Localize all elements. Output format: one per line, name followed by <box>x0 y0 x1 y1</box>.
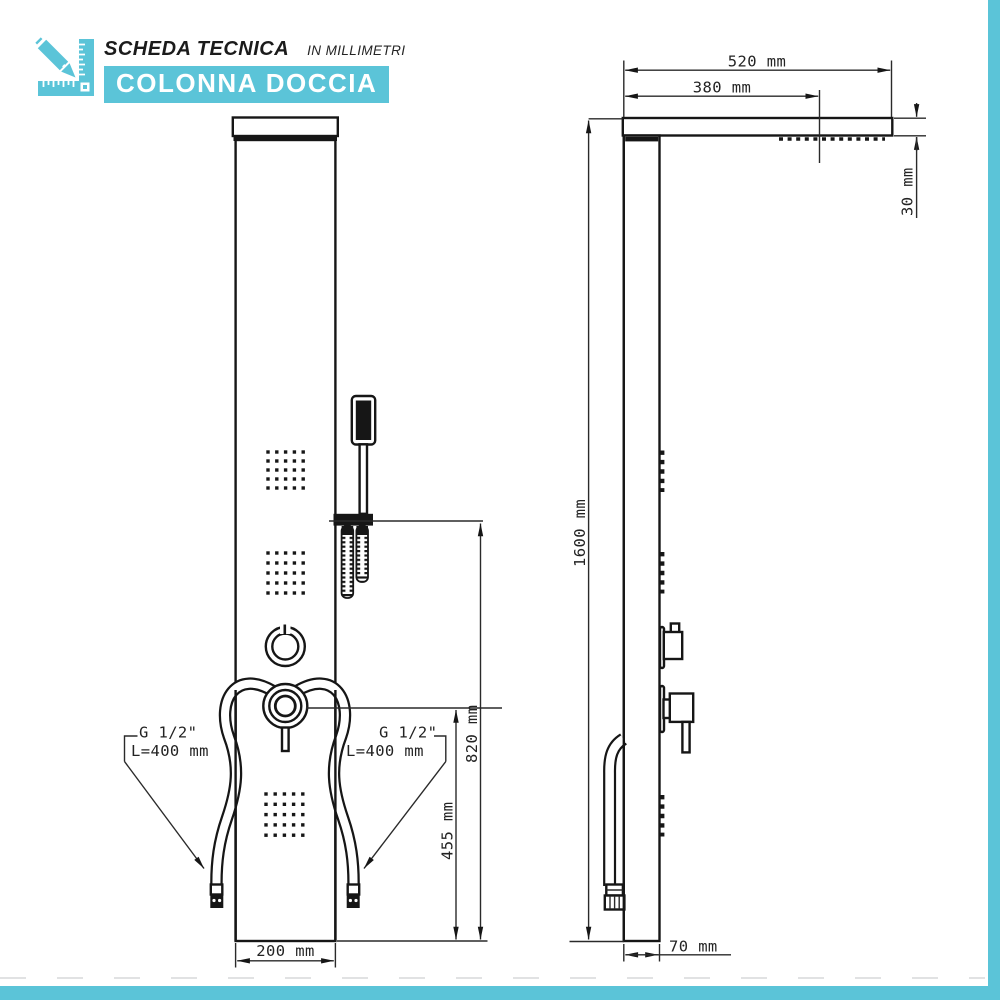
total-height-label: 1600 mm <box>571 499 589 567</box>
diverter-knob <box>264 624 306 668</box>
sheet-title: SCHEDA TECNICA <box>104 38 290 60</box>
mixer-knob-side <box>658 684 695 754</box>
front-view: 200 mm 820 mm 455 mm G 1/2" L=400 mm G 1… <box>123 116 502 968</box>
side-dimensions: 520 mm 380 mm 30 mm 1600 mm <box>569 53 926 962</box>
shower-head-side <box>621 116 894 137</box>
header: SCHEDA TECNICA IN MILLIMETRI COLONNA DOC… <box>34 36 405 103</box>
accent-bar-bottom <box>0 986 1000 1000</box>
hand-shower-hose-side <box>603 733 628 911</box>
side-view: 520 mm 380 mm 30 mm 1600 mm <box>569 53 926 962</box>
shower-head-front <box>231 116 340 138</box>
hand-shower <box>333 394 377 599</box>
head-depth-label: 380 mm <box>693 79 751 97</box>
faint-dashed-line <box>0 977 985 979</box>
front-dimensions: 200 mm 820 mm 455 mm G 1/2" L=400 mm G 1… <box>123 520 502 968</box>
hand-shower-hose <box>340 525 369 599</box>
left-hose-length-label: L=400 mm <box>131 742 209 760</box>
column-depth-label: 70 mm <box>669 938 718 956</box>
diverter-knob-side <box>658 622 684 670</box>
accent-bar-right <box>988 0 1000 1000</box>
width-label: 200 mm <box>256 942 314 960</box>
head-total-depth-label: 520 mm <box>728 53 786 71</box>
mixer-lever <box>681 720 691 754</box>
unit-note: IN MILLIMETRI <box>307 43 406 58</box>
mixer-stem <box>280 726 290 753</box>
shower-head-underside <box>233 135 337 141</box>
mixer-knob <box>262 682 309 753</box>
right-hose-length-label: L=400 mm <box>346 742 424 760</box>
header-titles: SCHEDA TECNICA IN MILLIMETRI COLONNA DOC… <box>104 36 405 103</box>
left-thread-label: G 1/2" <box>139 724 197 742</box>
hand-shower-height-label: 820 mm <box>463 705 481 763</box>
column-body-side <box>622 134 661 943</box>
mixer-height-label: 455 mm <box>439 802 457 860</box>
head-thickness-label: 30 mm <box>899 167 917 216</box>
hand-shower-holder <box>333 513 373 526</box>
body-jet-grids <box>264 450 305 837</box>
hand-shower-handle <box>358 443 369 515</box>
left-connector-callout: G 1/2" L=400 mm <box>123 724 209 869</box>
column-body-front <box>234 138 337 943</box>
product-badge: COLONNA DOCCIA <box>104 66 390 103</box>
right-connector-callout: G 1/2" L=400 mm <box>346 724 447 869</box>
right-thread-label: G 1/2" <box>379 724 437 742</box>
ruler-pencil-icon <box>35 37 94 96</box>
hose-fittings <box>209 883 361 908</box>
